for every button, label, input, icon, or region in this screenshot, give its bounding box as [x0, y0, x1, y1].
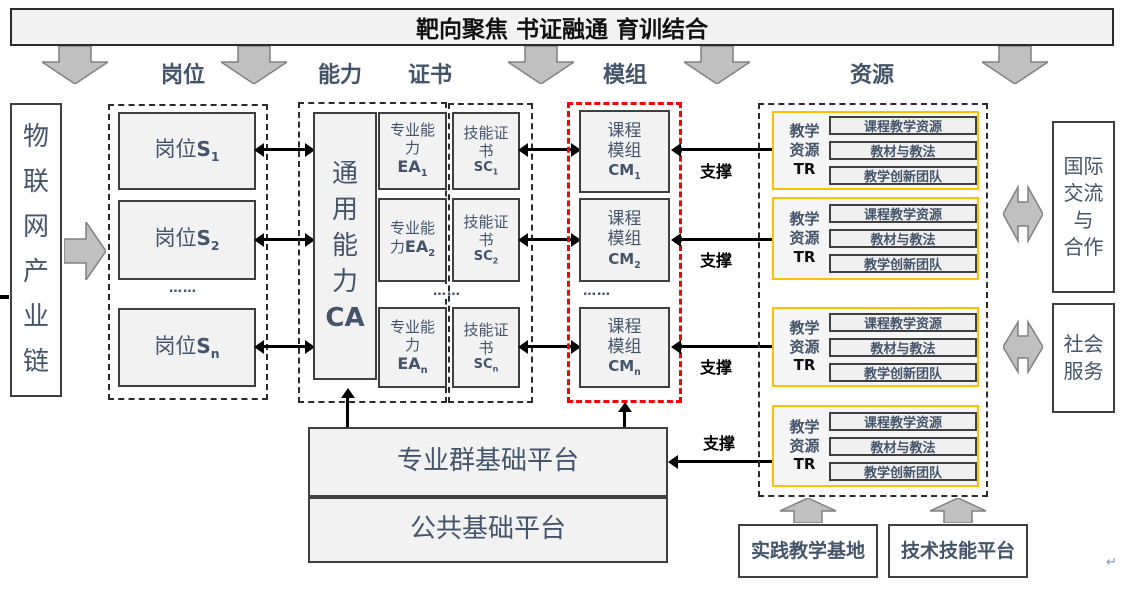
support-arrow-icon [671, 143, 772, 157]
column-header-module: 模组 [602, 63, 648, 88]
teaching-resource-tr4-box: 教学 资源 TR 课程教学资源 教材与教法 教学创新团队 [772, 405, 979, 487]
modules-ellipsis: …… [583, 284, 611, 299]
professional-ability-ea2-box: 专业能 力EA2 [378, 198, 447, 282]
edge-tick-mark [0, 295, 9, 299]
professional-ability-ean-box: 专业能 力 EAn [378, 307, 447, 388]
practice-base-box: 实践教学基地 [738, 524, 878, 578]
banner: 靶向聚焦 书证融通 育训结合 [10, 8, 1114, 46]
resources-group-frame [758, 103, 988, 497]
down-arrow-icon [42, 46, 108, 84]
right-arrow-icon [64, 222, 106, 280]
column-header-certificate: 证书 [407, 63, 453, 88]
support-arrow-icon [668, 455, 772, 469]
double-arrow-icon [254, 340, 315, 354]
double-arrow-icon [518, 233, 581, 247]
support-arrow-icon [671, 233, 772, 247]
course-module-cm1-box: 课程 模组 CM1 [579, 110, 670, 193]
up-arrow-icon [618, 402, 632, 427]
up-block-arrow-icon [780, 498, 836, 523]
post-s1-box: 岗位S1 [118, 112, 256, 190]
up-block-arrow-icon [930, 498, 986, 523]
left-right-arrow-icon [1003, 184, 1043, 244]
support-arrow-icon [671, 340, 772, 354]
module-group-frame [567, 102, 682, 403]
industry-chain-box: 物 联 网 产 业 链 [10, 103, 62, 397]
teaching-resource-tr1-box: 教学 资源 TR 课程教学资源 教材与教法 教学创新团队 [772, 111, 979, 190]
general-ability-ca-box: 通 用 能 力 CA [313, 112, 377, 380]
return-mark: ↵ [1106, 555, 1117, 570]
professional-ability-ea1-box: 专业能 力 EA1 [378, 112, 447, 190]
skill-platform-box: 技术技能平台 [888, 524, 1028, 578]
resource-item: 教学创新团队 [829, 461, 977, 481]
resource-item: 教材与教法 [829, 436, 977, 456]
down-arrow-icon [221, 46, 287, 84]
double-arrow-icon [518, 340, 581, 354]
posts-ellipsis: …… [169, 281, 197, 296]
banner-title: 靶向聚焦 书证融通 育训结合 [415, 17, 708, 43]
resource-item: 课程教学资源 [829, 411, 977, 431]
column-header-resource: 资源 [849, 63, 895, 88]
teaching-resource-tr3-box: 教学 资源 TR 课程教学资源 教材与教法 教学创新团队 [772, 307, 979, 387]
ability-ellipsis: …… [431, 284, 463, 299]
course-module-cm2-box: 课程 模组 CM2 [579, 198, 670, 282]
international-exchange-box: 国际 交流 与 合作 [1052, 121, 1115, 293]
column-header-post: 岗位 [160, 63, 206, 88]
down-arrow-icon [508, 46, 574, 84]
resource-item: 课程教学资源 [829, 204, 977, 223]
skill-certificate-sc1-box: 技能证 书 SC1 [452, 112, 520, 190]
down-arrow-icon [982, 46, 1048, 84]
resource-item: 课程教学资源 [829, 312, 977, 332]
up-arrow-icon [341, 388, 355, 427]
teaching-resource-tr2-box: 教学 资源 TR 课程教学资源 教材与教法 教学创新团队 [772, 197, 979, 280]
skill-certificate-sc2-box: 技能证 书 SC2 [452, 198, 520, 282]
double-arrow-icon [518, 143, 581, 157]
resource-item: 教材与教法 [829, 337, 977, 357]
support-label: 支撑 [703, 434, 736, 453]
double-arrow-icon [254, 143, 315, 157]
support-label: 支撑 [700, 358, 733, 377]
resource-item: 教材与教法 [829, 229, 977, 248]
certificate-group-frame [448, 103, 533, 403]
post-s2-box: 岗位S2 [118, 200, 256, 280]
column-header-ability: 能力 [317, 63, 363, 88]
double-arrow-icon [254, 233, 315, 247]
course-module-cmn-box: 课程 模组 CMn [579, 307, 670, 388]
resource-item: 教学创新团队 [829, 362, 977, 382]
post-sn-box: 岗位Sn [118, 308, 256, 387]
public-platform-box: 公共基础平台 [308, 497, 668, 563]
skill-certificate-scn-box: 技能证 书 SCn [452, 307, 520, 388]
resource-item: 课程教学资源 [829, 116, 977, 135]
social-service-box: 社会 服务 [1052, 303, 1115, 413]
posts-group-frame [108, 104, 268, 400]
group-platform-box: 专业群基础平台 [308, 427, 668, 497]
resource-item: 教学创新团队 [829, 166, 977, 185]
left-right-arrow-icon [1003, 319, 1043, 375]
resource-item: 教材与教法 [829, 141, 977, 160]
support-label: 支撑 [700, 251, 733, 270]
support-label: 支撑 [700, 162, 733, 181]
resource-item: 教学创新团队 [829, 254, 977, 273]
down-arrow-icon [684, 46, 750, 84]
